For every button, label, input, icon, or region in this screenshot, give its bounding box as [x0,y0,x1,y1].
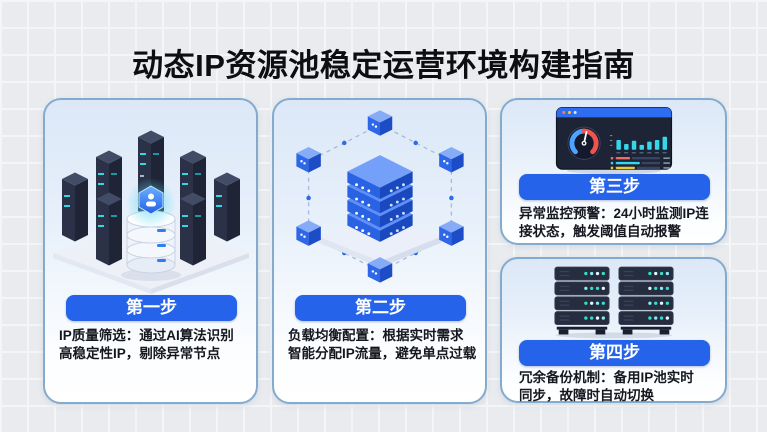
step-card-4: 第四步 冗余备份机制：备用IP池实时 同步，故障时自动切换 [500,257,727,403]
step-3-illustration [502,107,725,174]
step-4-badge: 第四步 [519,340,710,366]
monitoring-dashboard-icon [555,107,672,174]
step-card-1: 第一步 IP质量筛选：通过AI算法识别 高稳定性IP，剔除异常节点 [43,98,258,404]
step-card-2: 第二步 负载均衡配置：根据实时需求 智能分配IP流量，避免单点过载 [272,98,487,404]
server-cluster-icon [52,130,249,294]
step-4-description: 冗余备份机制：备用IP池实时 同步，故障时自动切换 [519,370,694,403]
step-1-badge: 第一步 [66,295,237,321]
step-2-description: 负载均衡配置：根据实时需求 智能分配IP流量，避免单点过载 [288,328,477,361]
step-2-badge: 第二步 [295,295,466,321]
step-4-illustration [502,265,725,339]
step-card-3: 第三步 异常监控预警：24小时监测IP连 接状态，触发阈值自动报警 [500,98,727,245]
step-3-description: 异常监控预警：24小时监测IP连 接状态，触发阈值自动报警 [519,206,709,239]
step-2-illustration [274,104,485,294]
load-balancer-network-icon [295,110,464,283]
step-1-description: IP质量筛选：通过AI算法识别 高稳定性IP，剔除异常节点 [59,328,234,361]
backup-server-racks-icon [553,266,674,339]
step-1-illustration [45,104,256,294]
step-3-badge: 第三步 [519,174,710,200]
page-title: 动态IP资源池稳定运营环境构建指南 [132,48,635,83]
